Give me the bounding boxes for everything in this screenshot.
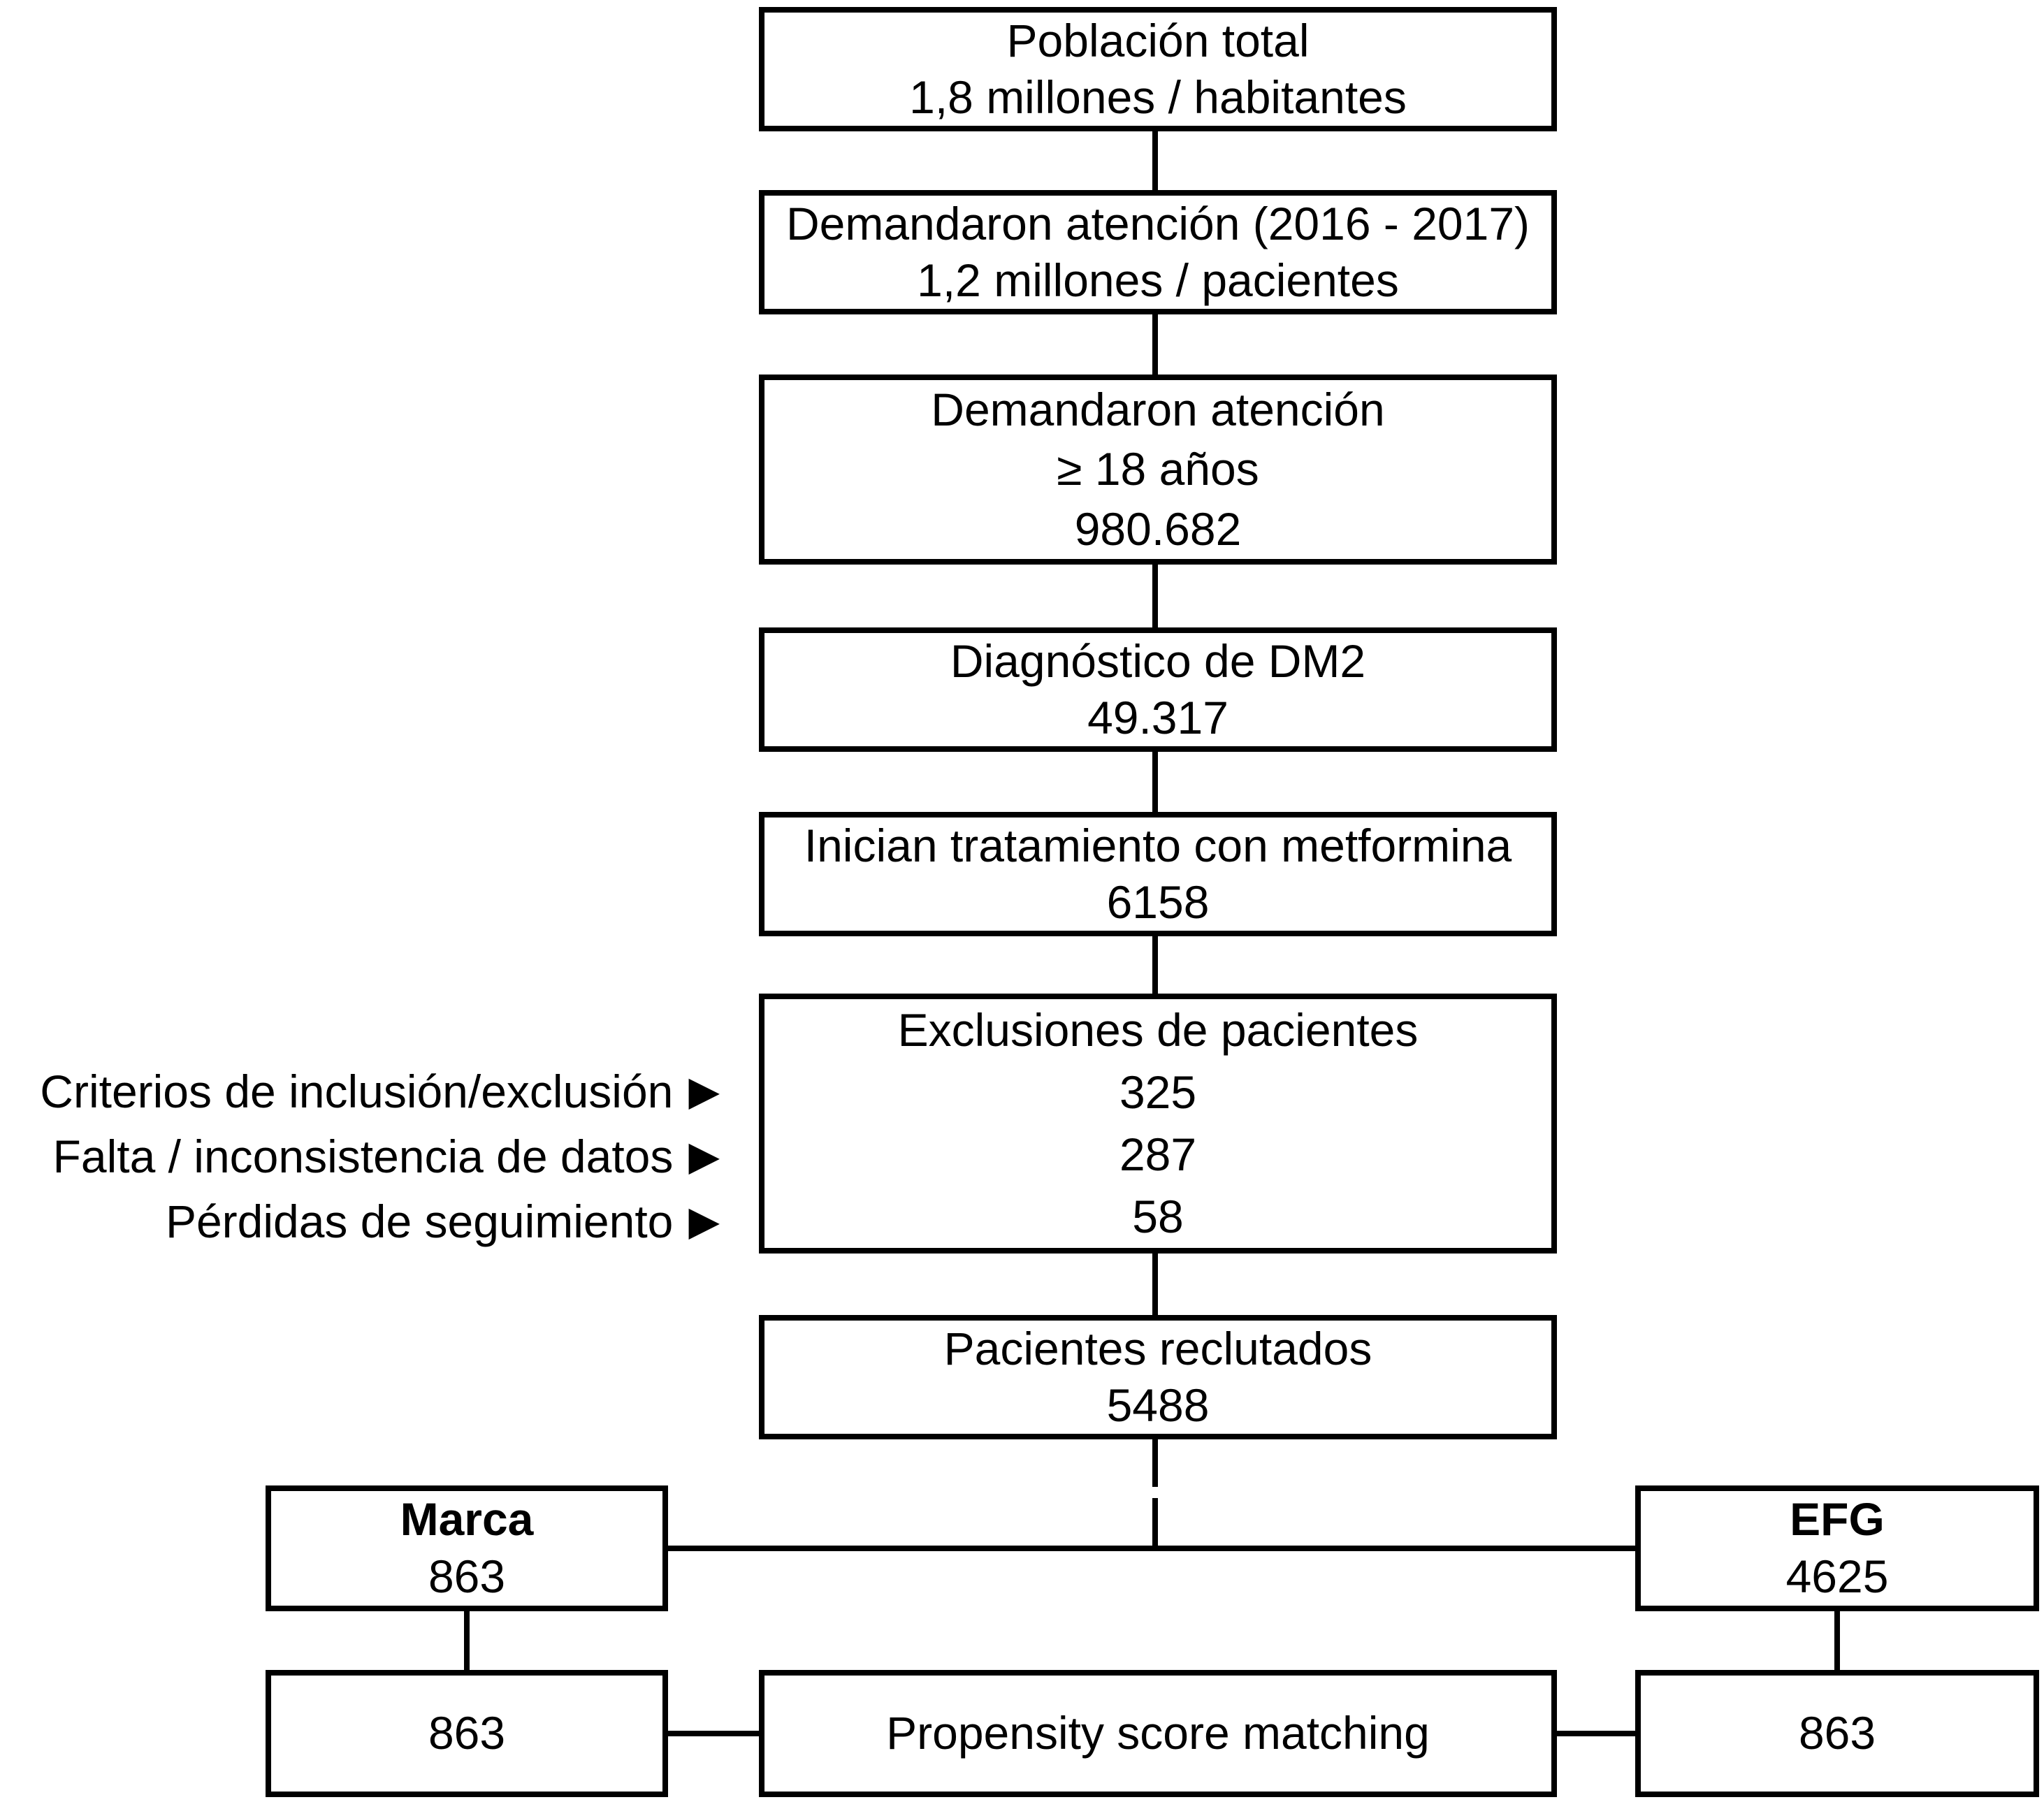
box-demandaron-atencion-2016-2017: Demandaron atención (2016 - 2017) 1,2 mi… bbox=[759, 190, 1557, 314]
box-efg: EFG 4625 bbox=[1635, 1485, 2039, 1611]
connector-vertical-efg bbox=[1834, 1610, 1840, 1671]
box-line: EFG bbox=[1790, 1493, 1885, 1546]
connector-vertical-3 bbox=[1152, 563, 1158, 629]
box-line: 1,8 millones / habitantes bbox=[909, 71, 1407, 123]
box-line: 287 bbox=[1119, 1128, 1197, 1180]
box-line: 58 bbox=[1132, 1190, 1184, 1242]
box-line: 1,2 millones / pacientes bbox=[917, 254, 1399, 306]
box-line: 5488 bbox=[1106, 1379, 1210, 1431]
connector-horizontal-right bbox=[1557, 1731, 1635, 1736]
exclusion-label: Criterios de inclusión/exclusión bbox=[40, 1066, 674, 1117]
connector-vertical-5 bbox=[1152, 935, 1158, 995]
connector-vertical-6 bbox=[1152, 1252, 1158, 1315]
connector-vertical-4 bbox=[1152, 750, 1158, 813]
box-matched-marca: 863 bbox=[266, 1670, 668, 1797]
box-line: 863 bbox=[428, 1550, 506, 1603]
box-line: 863 bbox=[428, 1707, 506, 1759]
arrow-right-icon: ▶ bbox=[688, 1133, 720, 1179]
connector-vertical-marca bbox=[464, 1610, 470, 1671]
box-line: ≥ 18 años bbox=[1057, 443, 1259, 495]
connector-horizontal-left bbox=[668, 1731, 759, 1736]
box-marca: Marca 863 bbox=[266, 1485, 668, 1611]
arrow-right-icon: ▶ bbox=[688, 1068, 720, 1114]
connector-horizontal-branch bbox=[668, 1546, 1635, 1551]
box-line: Demandaron atención bbox=[931, 384, 1385, 436]
exclusion-label: Pérdidas de seguimiento bbox=[165, 1196, 674, 1247]
box-line: Pacientes reclutados bbox=[943, 1322, 1372, 1374]
box-line: Marca bbox=[400, 1493, 534, 1546]
box-line: Diagnóstico de DM2 bbox=[950, 634, 1366, 687]
box-diagnostico-dm2: Diagnóstico de DM2 49.317 bbox=[759, 627, 1557, 752]
box-pacientes-reclutados: Pacientes reclutados 5488 bbox=[759, 1315, 1557, 1439]
box-line: Propensity score matching bbox=[886, 1707, 1430, 1759]
exclusion-label-row: Pérdidas de seguimiento ▶ bbox=[0, 1189, 720, 1254]
exclusion-label-row: Criterios de inclusión/exclusión ▶ bbox=[0, 1059, 720, 1124]
arrow-right-icon: ▶ bbox=[688, 1198, 720, 1244]
connector-vertical-7a bbox=[1152, 1438, 1158, 1487]
exclusion-label-row: Falta / inconsistencia de datos ▶ bbox=[0, 1124, 720, 1189]
box-line: Inician tratamiento con metformina bbox=[804, 819, 1512, 871]
connector-vertical-1 bbox=[1152, 130, 1158, 191]
box-line: 4625 bbox=[1785, 1550, 1889, 1603]
box-exclusiones: Exclusiones de pacientes 325 287 58 bbox=[759, 994, 1557, 1254]
box-inician-metformina: Inician tratamiento con metformina 6158 bbox=[759, 812, 1557, 936]
box-matched-efg: 863 bbox=[1635, 1670, 2039, 1797]
box-line: 49.317 bbox=[1087, 691, 1228, 743]
box-line: Demandaron atención (2016 - 2017) bbox=[785, 197, 1530, 249]
box-propensity-score-matching: Propensity score matching bbox=[759, 1670, 1557, 1797]
box-line: 863 bbox=[1798, 1707, 1876, 1759]
connector-vertical-2 bbox=[1152, 313, 1158, 376]
box-line: Población total bbox=[1006, 14, 1310, 66]
box-line: 325 bbox=[1119, 1066, 1197, 1118]
box-line: 6158 bbox=[1106, 875, 1210, 928]
box-line: Exclusiones de pacientes bbox=[897, 1003, 1419, 1056]
connector-vertical-7b bbox=[1152, 1498, 1158, 1550]
exclusion-label: Falta / inconsistencia de datos bbox=[52, 1131, 674, 1182]
box-demandaron-atencion-18: Demandaron atención ≥ 18 años 980.682 bbox=[759, 375, 1557, 565]
box-line: 980.682 bbox=[1074, 502, 1242, 555]
box-poblacion-total: Población total 1,8 millones / habitante… bbox=[759, 7, 1557, 131]
